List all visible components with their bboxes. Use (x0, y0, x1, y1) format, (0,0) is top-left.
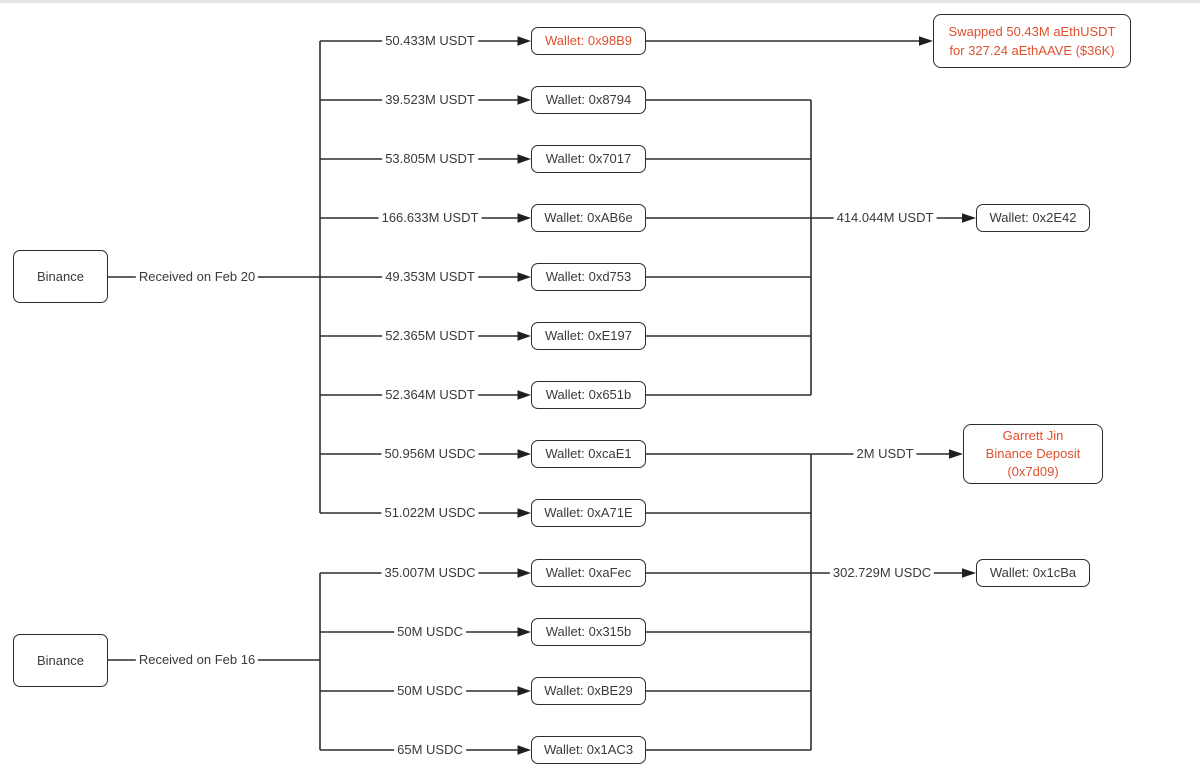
garrett-line2: Binance Deposit (985, 446, 1081, 461)
amount-label: 50M USDC (394, 683, 466, 699)
amount-label: 51.022M USDC (381, 505, 479, 521)
binance-label: Binance (37, 652, 84, 668)
wallet-node-0x1cBa: Wallet: 0x1cBa (976, 559, 1090, 587)
wallet-node-0x315b: Wallet: 0x315b (531, 618, 646, 646)
amount-label: 50.433M USDT (382, 33, 478, 49)
amount-label: 65M USDC (394, 742, 466, 758)
amount-label: 39.523M USDT (382, 92, 478, 108)
wallet-node-0xBE29: Wallet: 0xBE29 (531, 677, 646, 705)
wallet-node-0xAB6e: Wallet: 0xAB6e (531, 204, 646, 232)
wallet-node-0x7017: Wallet: 0x7017 (531, 145, 646, 173)
wallet-node-0x8794: Wallet: 0x8794 (531, 86, 646, 114)
amount-label: 166.633M USDT (378, 210, 482, 226)
wallet-node-0x1AC3: Wallet: 0x1AC3 (531, 736, 646, 764)
wallet-node-0xE197: Wallet: 0xE197 (531, 322, 646, 350)
binance-label: Binance (37, 268, 84, 284)
received-note-feb16: Received on Feb 16 (135, 652, 259, 668)
received-note-feb20: Received on Feb 20 (135, 269, 259, 285)
wallet-node-0x98B9: Wallet: 0x98B9 (531, 27, 646, 55)
amount-label: 50M USDC (394, 624, 466, 640)
top-border-strip (0, 0, 1200, 3)
garrett-line1: Garrett Jin (1002, 428, 1064, 443)
aggregate-amount-2m: 2M USDT (853, 446, 917, 462)
amount-label: 50.956M USDC (381, 446, 479, 462)
binance-source-feb20: Binance (13, 250, 108, 303)
garrett-jin-deposit-box: Garrett Jin Binance Deposit (0x7d09) (963, 424, 1103, 484)
wallet-node-0x651b: Wallet: 0x651b (531, 381, 646, 409)
swap-note-line2: for 327.24 aEthAAVE ($36K) (949, 43, 1115, 58)
swap-note-box: Swapped 50.43M aEthUSDT for 327.24 aEthA… (933, 14, 1131, 68)
garrett-line3: (0x7d09) (1007, 464, 1059, 479)
amount-label: 35.007M USDC (381, 565, 479, 581)
amount-label: 49.353M USDT (382, 269, 478, 285)
arrowheads (517, 36, 976, 755)
wallet-node-0x2E42: Wallet: 0x2E42 (976, 204, 1090, 232)
binance-source-feb16: Binance (13, 634, 108, 687)
wallet-node-0xcaE1: Wallet: 0xcaE1 (531, 440, 646, 468)
aggregate-amount-usdt: 414.044M USDT (833, 210, 937, 226)
wallet-node-0xaFec: Wallet: 0xaFec (531, 559, 646, 587)
aggregate-amount-usdc: 302.729M USDC (829, 565, 935, 581)
wallet-node-0xA71E: Wallet: 0xA71E (531, 499, 646, 527)
swap-note-line1: Swapped 50.43M aEthUSDT (948, 24, 1116, 39)
amount-label: 53.805M USDT (382, 151, 478, 167)
amount-label: 52.365M USDT (382, 328, 478, 344)
amount-label: 52.364M USDT (382, 387, 478, 403)
wallet-node-0xd753: Wallet: 0xd753 (531, 263, 646, 291)
